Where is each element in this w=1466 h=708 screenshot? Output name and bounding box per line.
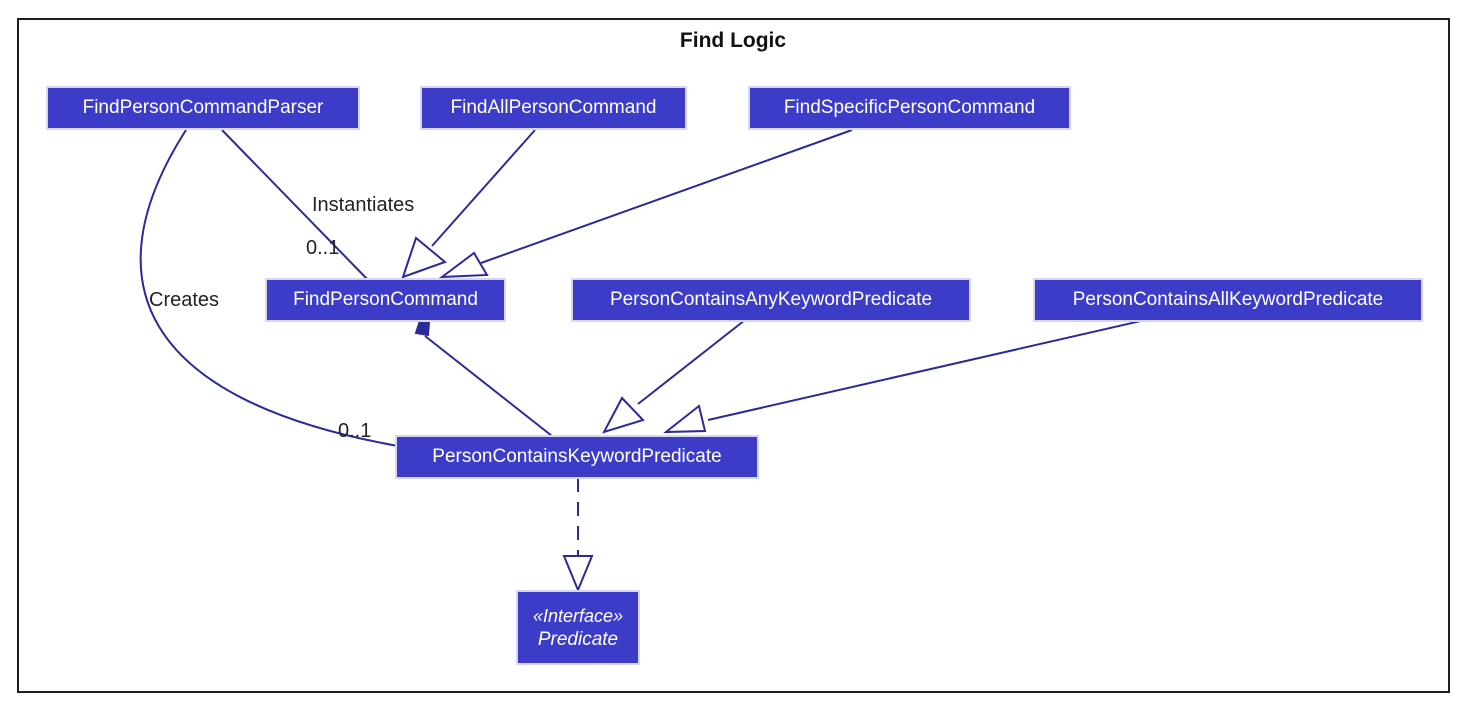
generalization-arrowhead — [663, 404, 707, 434]
edge-findspecific-generalization — [480, 129, 853, 264]
composition-diamond — [414, 319, 431, 337]
class-person-contains-all-keyword-predicate[interactable]: PersonContainsAllKeywordPredicate — [1035, 280, 1421, 320]
class-person-contains-keyword-predicate[interactable]: PersonContainsKeywordPredicate — [397, 437, 757, 477]
edge-any-generalization — [637, 319, 746, 405]
edge-composition — [424, 335, 553, 437]
interface-name: Predicate — [537, 628, 619, 650]
generalization-arrowhead — [601, 396, 645, 434]
diagram-title: Find Logic — [679, 29, 787, 52]
generalization-arrowhead — [401, 236, 447, 279]
realization-arrowhead — [562, 555, 594, 593]
edge-findall-generalization — [431, 129, 536, 247]
class-find-specific-person-command[interactable]: FindSpecificPersonCommand — [750, 88, 1069, 128]
edge-all-generalization — [707, 319, 1146, 421]
edge-creates — [139, 129, 399, 447]
label-multiplicity-predicate: 0..1 — [338, 420, 372, 442]
edge-instantiates — [221, 129, 369, 281]
diagram-frame — [17, 18, 1450, 693]
class-find-person-command-parser[interactable]: FindPersonCommandParser — [48, 88, 358, 128]
class-find-all-person-command[interactable]: FindAllPersonCommand — [422, 88, 685, 128]
class-find-person-command[interactable]: FindPersonCommand — [267, 280, 504, 320]
interface-predicate[interactable]: «Interface» Predicate — [518, 592, 638, 663]
label-instantiates: Instantiates — [312, 194, 415, 216]
label-creates: Creates — [149, 289, 220, 311]
label-multiplicity-command: 0..1 — [306, 237, 340, 259]
interface-stereotype: «Interface» — [532, 605, 624, 626]
class-person-contains-any-keyword-predicate[interactable]: PersonContainsAnyKeywordPredicate — [573, 280, 969, 320]
generalization-arrowhead — [438, 251, 489, 279]
